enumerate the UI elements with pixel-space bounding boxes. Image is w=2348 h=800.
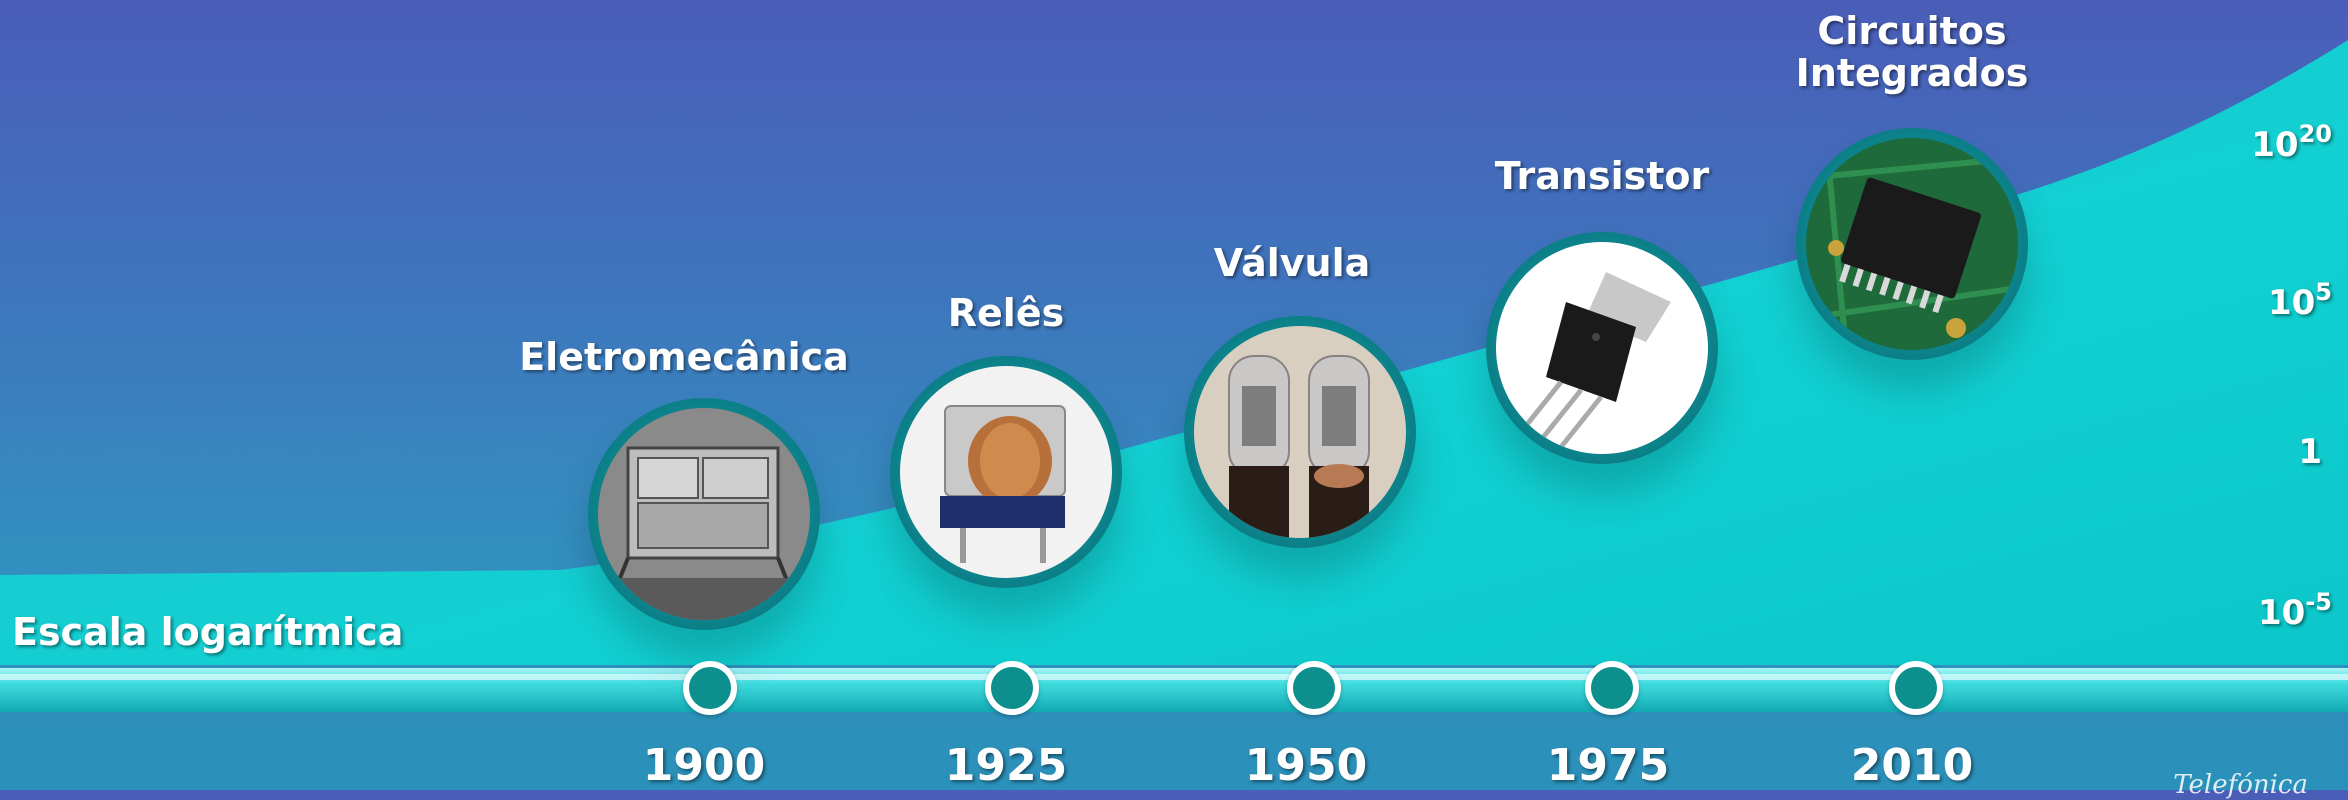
year-label-1950: 1950	[1244, 740, 1368, 791]
scale-tick-1e5: 105	[2267, 278, 2332, 323]
eletromecanica-image	[588, 398, 820, 630]
year-label-2010: 2010	[1850, 740, 1974, 791]
scale-title: Escala logarítmica	[12, 610, 404, 654]
valvula-image	[1184, 316, 1416, 548]
timeline-node-1975	[1585, 661, 1639, 715]
year-label-1900: 1900	[642, 740, 766, 791]
timeline-node-2010	[1889, 661, 1943, 715]
transistor-image	[1486, 232, 1718, 464]
year-label-1975: 1975	[1546, 740, 1670, 791]
timeline-node-1925	[985, 661, 1039, 715]
timeline-node-1900	[683, 661, 737, 715]
tech-label-reles: Relês	[947, 291, 1065, 335]
timeline-node-1950	[1287, 661, 1341, 715]
growth-area	[0, 40, 2348, 665]
tech-label-circuitos: Circuitos Integrados	[1795, 9, 2029, 95]
tech-label-eletromecanica: Eletromecânica	[519, 335, 849, 379]
year-label-1925: 1925	[944, 740, 1068, 791]
reles-image	[890, 356, 1122, 588]
scale-tick-1e20: 1020	[2251, 120, 2332, 165]
circuitos-integrados-image	[1796, 128, 2028, 360]
tech-label-valvula: Válvula	[1213, 241, 1371, 285]
scale-tick-1e-5: 10-5	[2258, 588, 2332, 633]
scale-tick-1: 1	[2298, 432, 2322, 472]
tech-label-transistor: Transistor	[1494, 154, 1710, 198]
telefonica-logo: Telefónica	[2173, 770, 2308, 800]
